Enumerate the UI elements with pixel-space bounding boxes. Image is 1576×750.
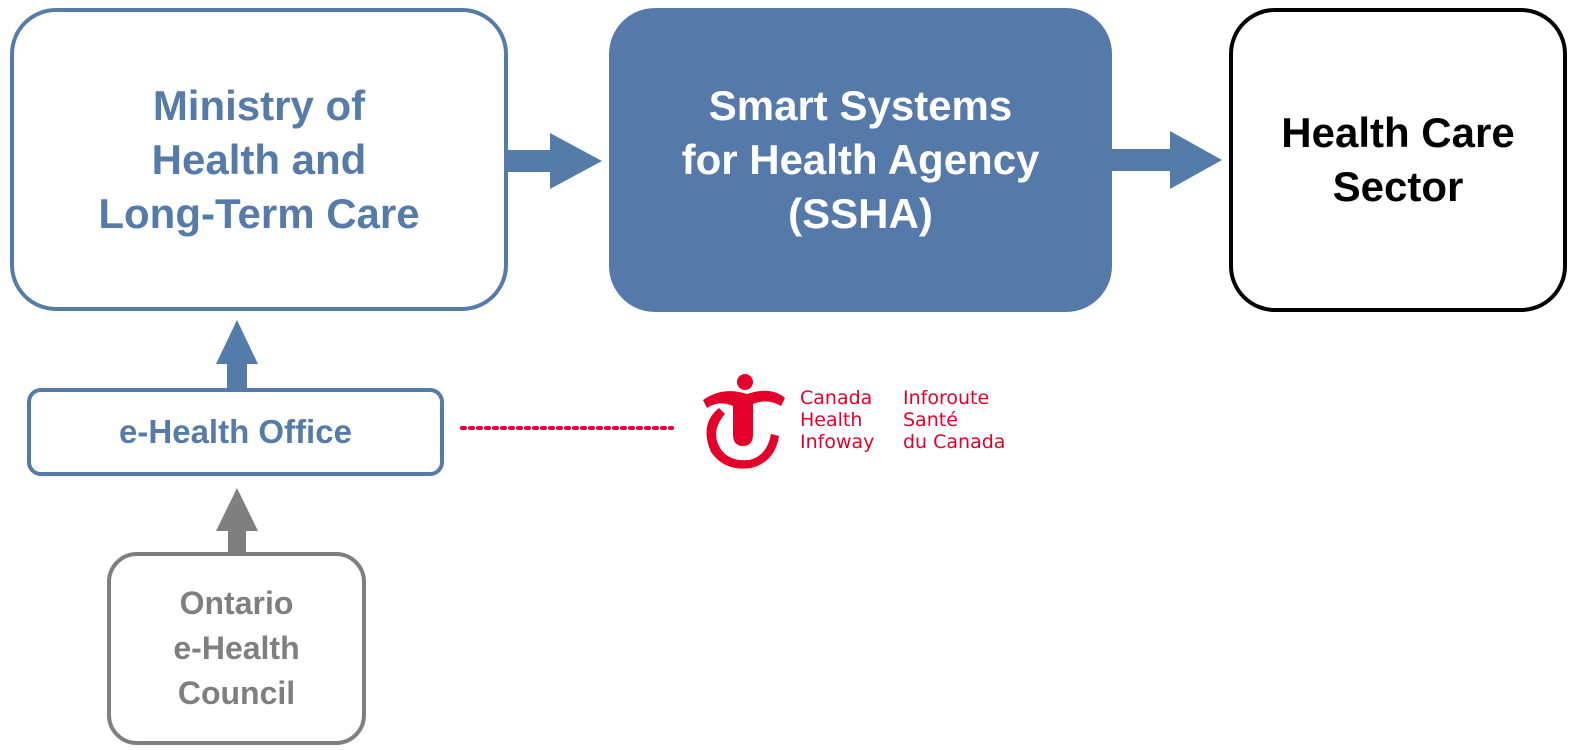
ehealth-office-node: e-Health Office — [27, 388, 444, 476]
health-care-sector-label: Health Care Sector — [1281, 109, 1515, 210]
health-care-sector-node: Health Care Sector — [1229, 8, 1567, 312]
arrow-ssha-to-sector — [1111, 131, 1222, 189]
ehealth-office-label: e-Health Office — [119, 413, 352, 450]
ministry-label: Ministry of Health and Long-Term Care — [98, 81, 420, 237]
ontario-ehealth-council-node: Ontario e-Health Council — [107, 552, 366, 745]
infoway-english-name: Canada Health Infoway — [800, 387, 875, 453]
canada-health-infoway-logo: Canada Health Infoway Inforoute Santé du… — [693, 372, 1023, 472]
ministry-node: Ministry of Health and Long-Term Care — [10, 8, 508, 311]
arrow-ministry-to-ssha — [508, 133, 602, 189]
ontario-ehealth-council-label: Ontario e-Health Council — [173, 585, 300, 711]
ssha-node: Smart Systems for Health Agency (SSHA) — [609, 8, 1112, 312]
arrow-office-to-ministry — [216, 320, 258, 388]
infoway-french-name: Inforoute Santé du Canada — [903, 387, 1006, 453]
ssha-label: Smart Systems for Health Agency (SSHA) — [681, 82, 1040, 237]
infoway-emblem-icon — [703, 374, 785, 469]
arrow-council-to-office — [216, 488, 258, 553]
